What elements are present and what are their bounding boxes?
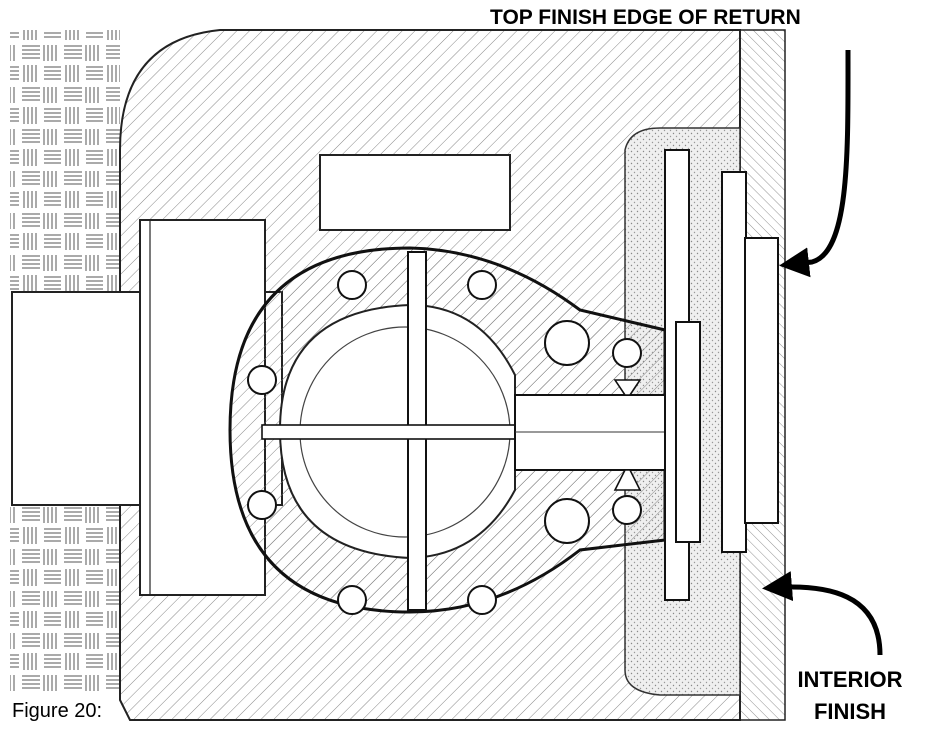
arrow-interior-finish [762, 571, 883, 656]
bolt-hole [544, 498, 590, 544]
callout-interior-finish-line2: FINISH [813, 699, 887, 724]
bolt-holes [247, 270, 642, 615]
bolt-hole [612, 495, 642, 525]
bolt-hole [337, 270, 367, 300]
gasket-plate [721, 171, 747, 553]
bolt-hole [337, 585, 367, 615]
bolt-hole [467, 270, 497, 300]
bolt-hole [612, 338, 642, 368]
brick-panel-lower [10, 505, 120, 695]
top-boss [319, 154, 511, 231]
bolt-hole [467, 585, 497, 615]
mounting-flange-inner [675, 321, 701, 543]
finish-plate [744, 237, 779, 524]
bolt-hole [247, 365, 277, 395]
callout-interior-finish-line1: INTERIOR [797, 667, 903, 692]
cross-rib [261, 424, 518, 440]
callout-top-finish-edge: TOP FINISH EDGE OF RETURN [490, 6, 801, 29]
brick-panel-upper [10, 30, 120, 292]
figure-caption: Figure 20: [12, 700, 103, 722]
arrow-top-finish-edge [779, 49, 851, 278]
bolt-hole [544, 320, 590, 366]
callout-interior-finish: INTERIOR FINISH [780, 664, 920, 728]
clamp-lower [613, 469, 642, 491]
bolt-hole [247, 490, 277, 520]
clamp-upper [613, 379, 642, 396]
